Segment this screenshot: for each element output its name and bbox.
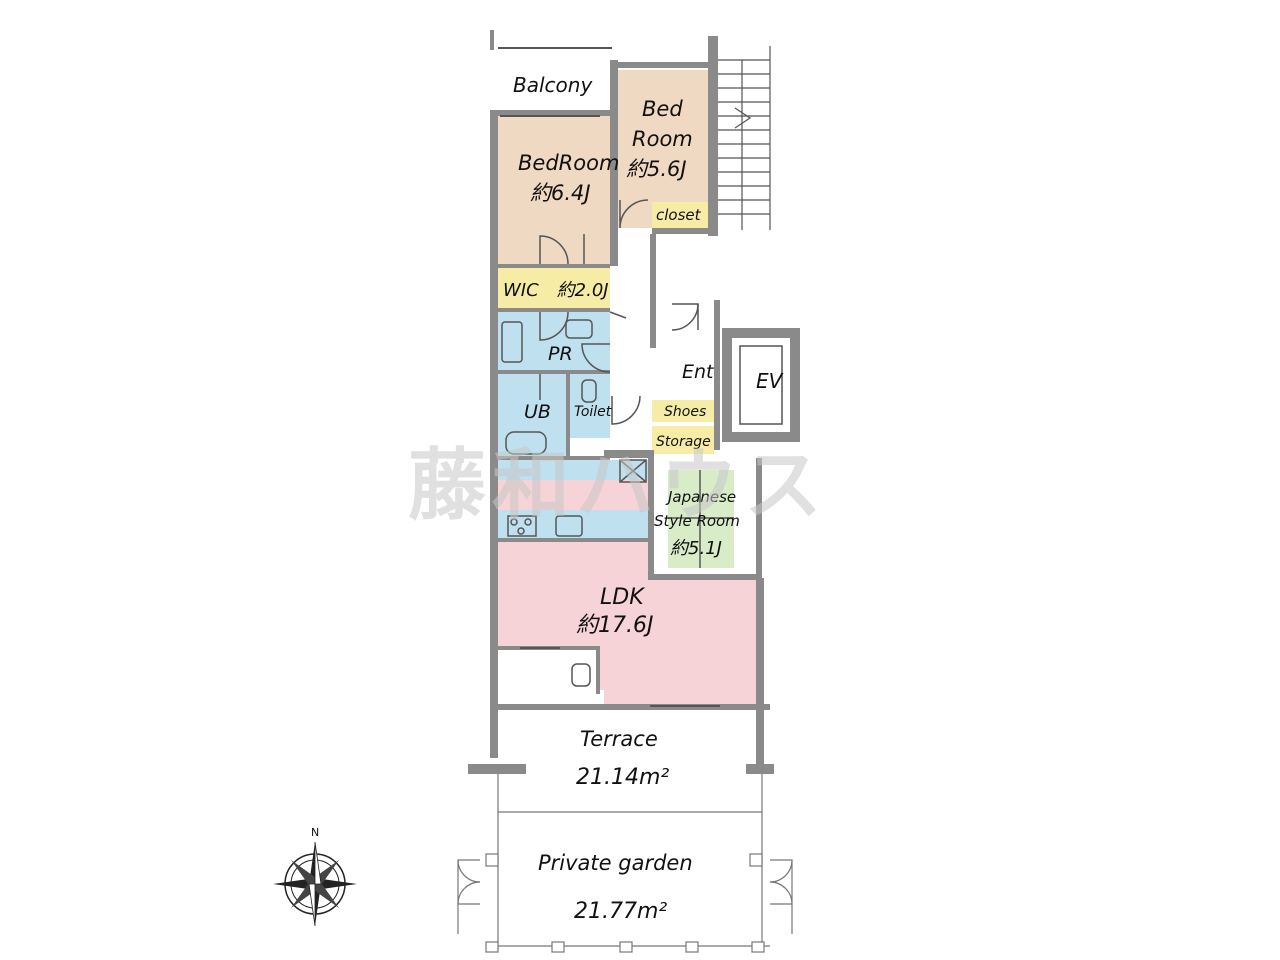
toilet-label: Toilet — [574, 404, 612, 420]
japanese-label-line2: Style Room — [654, 512, 740, 530]
storage-fill — [652, 426, 714, 454]
staircase — [718, 46, 771, 230]
wic-label: WIC 約2.0J — [503, 280, 609, 301]
japanese-size: 約5.1J — [670, 538, 722, 559]
storage-label: Storage — [656, 434, 711, 450]
garden-size: 21.77m² — [574, 899, 667, 924]
ent-label: Ent — [682, 361, 715, 383]
compass-north-label: N — [311, 826, 319, 839]
walls — [468, 30, 774, 774]
fixtures — [501, 319, 734, 687]
closet-label: closet — [656, 206, 702, 224]
bedroom1-size: 約6.4J — [530, 181, 591, 205]
japanese-label-line1: Japanese — [665, 488, 736, 506]
ev-label: EV — [756, 369, 784, 393]
bedroom1-name: BedRoom — [518, 151, 619, 175]
ldk-name: LDK — [600, 585, 645, 610]
wic-fill — [498, 268, 610, 308]
door-swings — [539, 199, 699, 425]
terrace-size: 21.14m² — [576, 765, 669, 790]
outdoor-outlines — [457, 774, 793, 953]
windows — [498, 47, 720, 707]
elevator-shaft — [722, 328, 800, 442]
ub-label: UB — [524, 401, 551, 423]
closet-fill — [652, 202, 710, 228]
terrace-name: Terrace — [580, 727, 658, 751]
ub-fill — [498, 374, 568, 460]
watermark: 藤和ハウス — [408, 441, 828, 531]
japanese-fill — [668, 470, 734, 568]
bedroom2-size: 約5.6J — [626, 157, 687, 181]
kitchen-stripe — [498, 480, 648, 510]
toilet-fill — [570, 374, 610, 438]
garden-name: Private garden — [538, 851, 693, 875]
ldk-fill — [498, 540, 758, 706]
balcony-label: Balcony — [513, 73, 593, 97]
shoes-label: Shoes — [664, 404, 706, 420]
shoes-fill — [652, 400, 714, 422]
bedroom2-name-line1: Bed — [642, 97, 683, 121]
compass-rose: N — [273, 826, 357, 927]
bedroom2-fill — [612, 70, 710, 228]
ldk-size: 約17.6J — [576, 613, 653, 638]
pr-label: PR — [548, 343, 573, 365]
bedroom2-name-line2: Room — [632, 127, 693, 151]
